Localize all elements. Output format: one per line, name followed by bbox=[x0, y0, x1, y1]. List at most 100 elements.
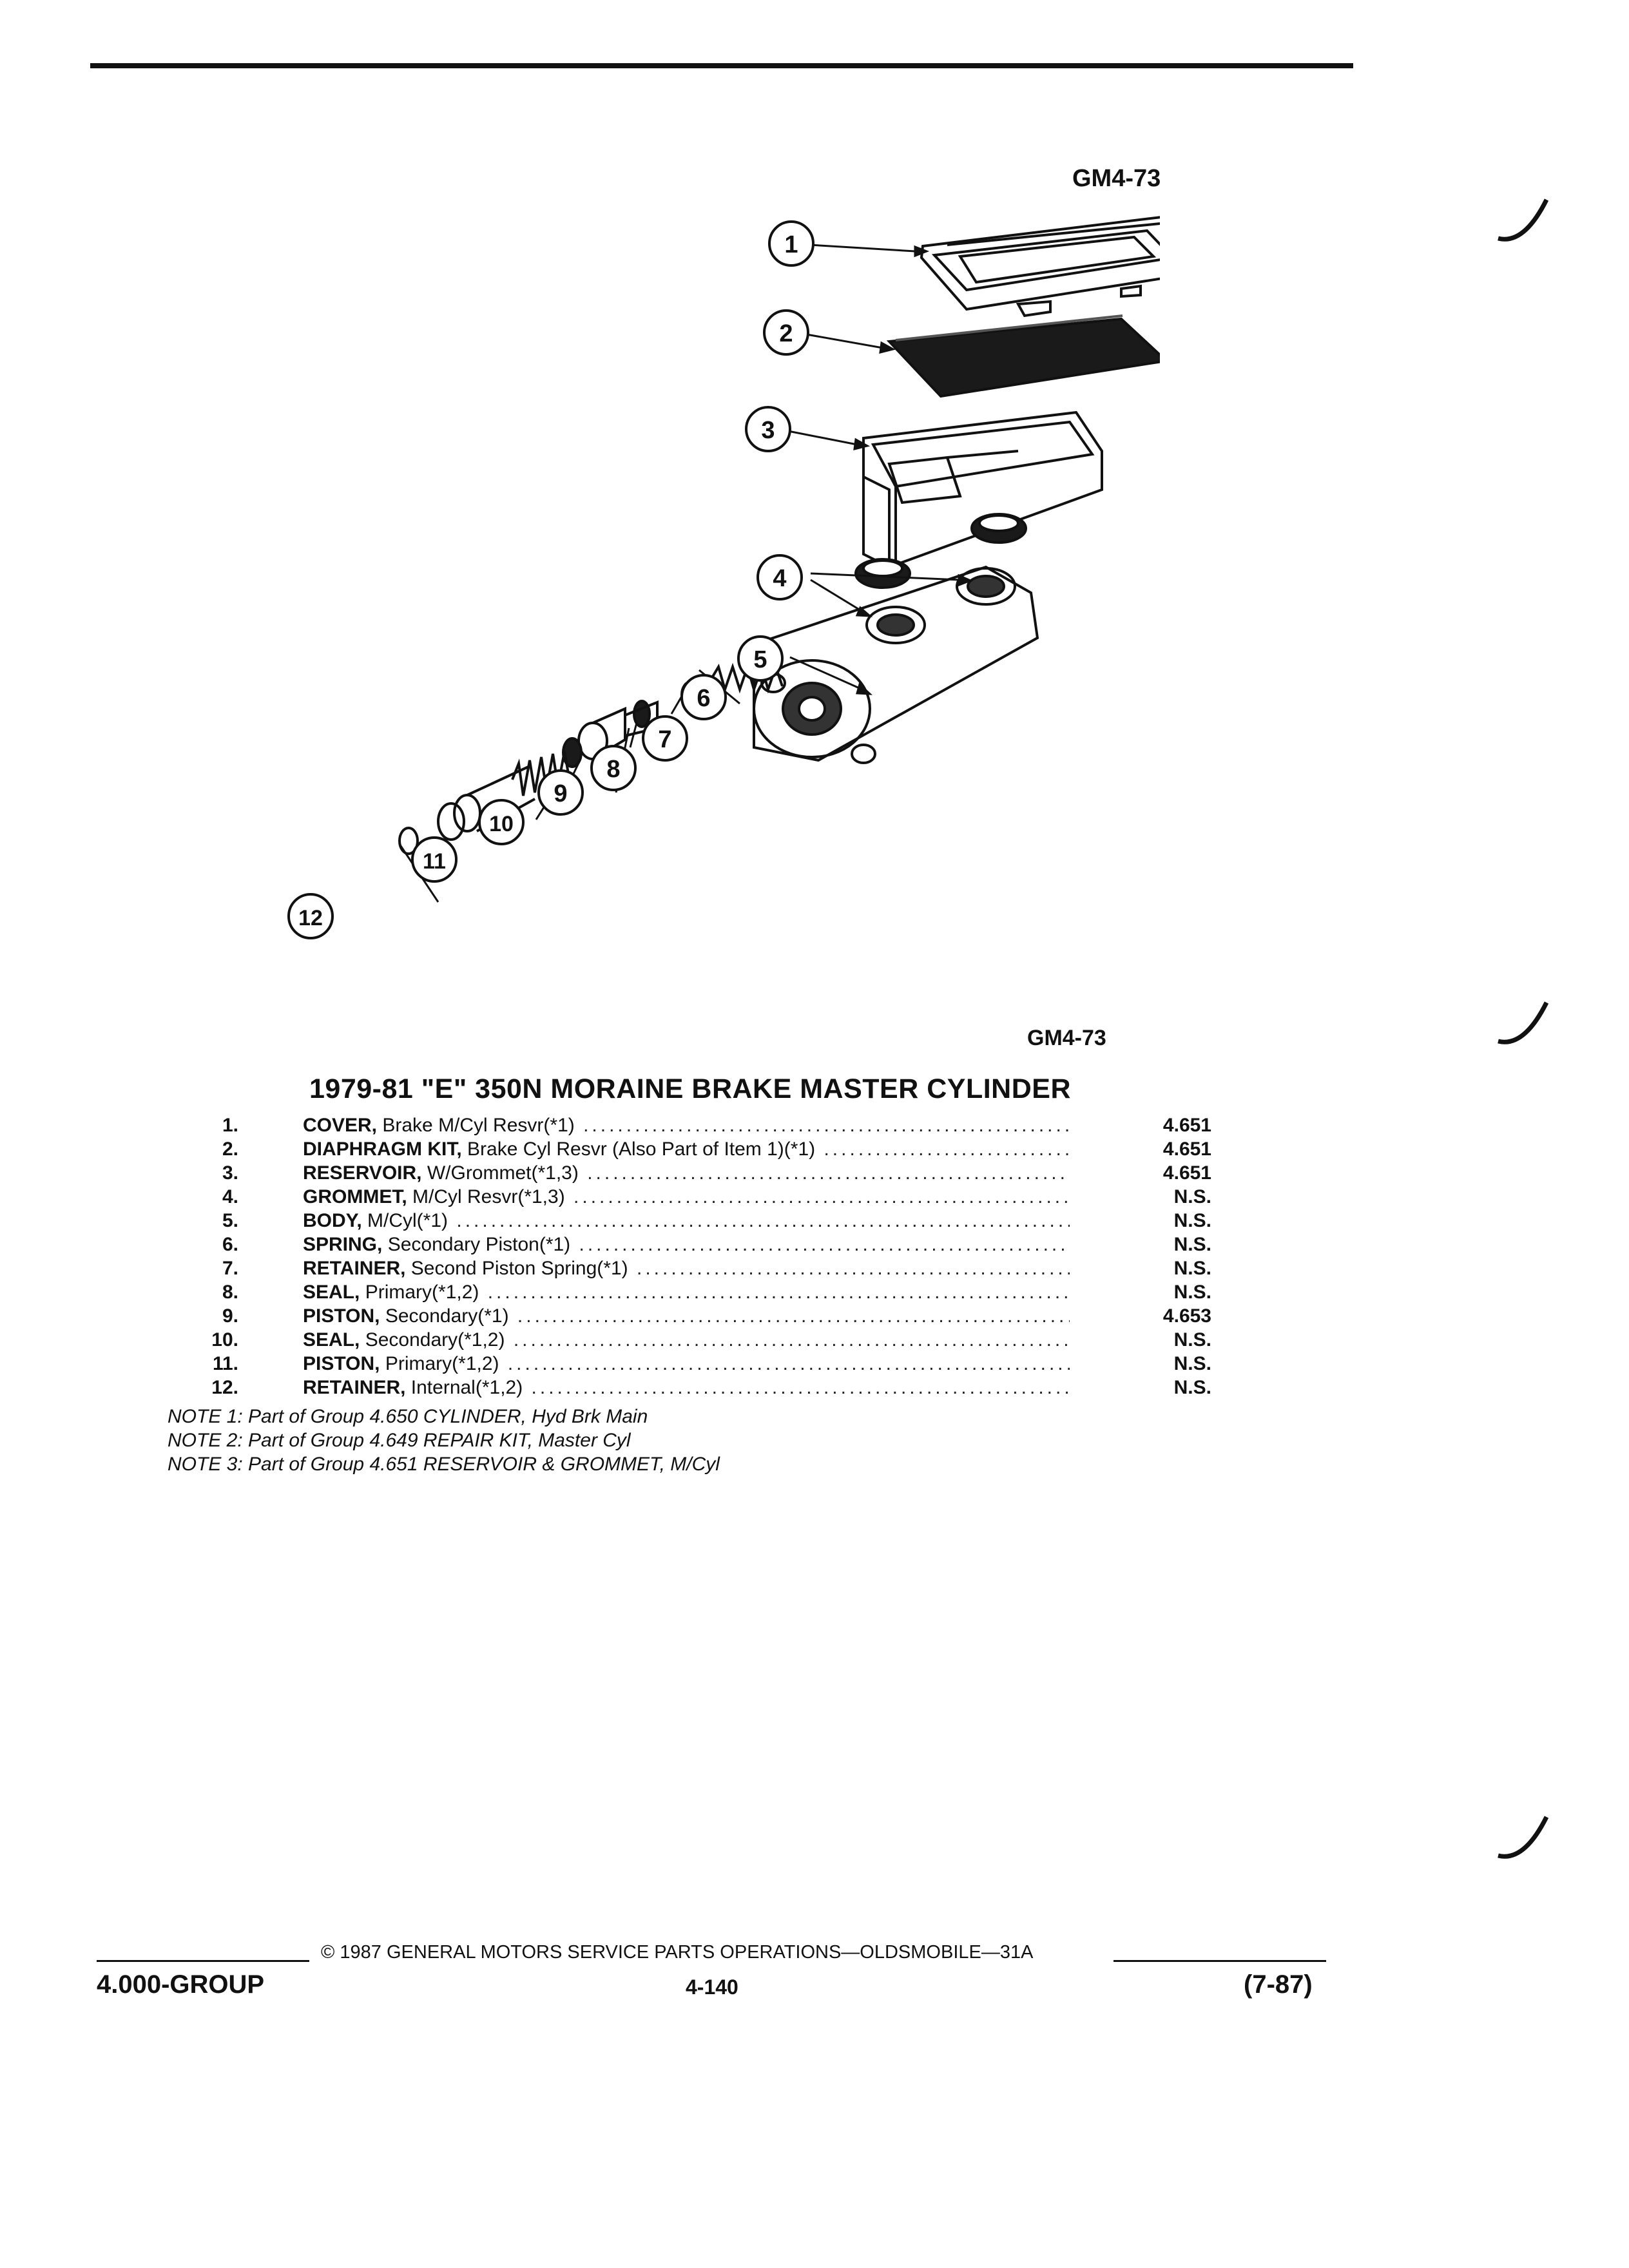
parts-row: 7. RETAINER, Second Piston Spring(*1) ..… bbox=[168, 1258, 1211, 1282]
part-description: Second Piston Spring(*1) bbox=[405, 1258, 628, 1279]
part-name: PISTON, bbox=[303, 1305, 380, 1327]
callout-label: 5 bbox=[753, 646, 767, 673]
part-group: N.S. bbox=[1173, 1282, 1211, 1303]
callout-circle bbox=[287, 893, 334, 939]
part-number: 5. bbox=[222, 1210, 238, 1231]
part-description: Brake Cyl Resvr (Also Part of Item 1)(*1… bbox=[461, 1139, 816, 1160]
part-name: DIAPHRAGM KIT, bbox=[303, 1139, 462, 1160]
callout-circle bbox=[537, 769, 584, 816]
part-group: 4.651 bbox=[1162, 1162, 1211, 1184]
part-description: Primary(*1,2) bbox=[380, 1353, 499, 1374]
copyright-line: © 1987 GENERAL MOTORS SERVICE PARTS OPER… bbox=[321, 1942, 1034, 1963]
callout-label: 1 bbox=[784, 231, 798, 258]
part-description: M/Cyl Resvr(*1,3) bbox=[407, 1186, 565, 1207]
footer-rule-left bbox=[97, 1960, 309, 1962]
parts-row: 2. DIAPHRAGM KIT, Brake Cyl Resvr (Also … bbox=[168, 1139, 1211, 1162]
callout-label: 8 bbox=[606, 756, 620, 783]
parts-row: 5. BODY, M/Cyl(*1) .....................… bbox=[168, 1210, 1211, 1234]
part-name: COVER, bbox=[303, 1115, 378, 1136]
part-name: PISTON, bbox=[303, 1353, 380, 1374]
part-description: Secondary Piston(*1) bbox=[382, 1234, 571, 1255]
part-description: Primary(*1,2) bbox=[360, 1282, 479, 1303]
callout-label: 12 bbox=[298, 906, 323, 930]
margin-tick-mark bbox=[1498, 1001, 1549, 1044]
internal-retainer bbox=[398, 827, 419, 855]
part-number: 6. bbox=[222, 1234, 238, 1255]
part-description: Secondary(*1) bbox=[380, 1305, 509, 1327]
callout-circle bbox=[745, 406, 791, 452]
part-number: 9. bbox=[222, 1305, 238, 1327]
notes: NOTE 1: Part of Group 4.650 CYLINDER, Hy… bbox=[168, 1405, 720, 1476]
part-number: 1. bbox=[222, 1115, 238, 1136]
part-number: 12. bbox=[211, 1377, 238, 1398]
callout-circle bbox=[768, 220, 815, 267]
part-group: 4.651 bbox=[1162, 1115, 1211, 1136]
callout-circle bbox=[478, 799, 525, 845]
part-description: M/Cyl(*1) bbox=[361, 1210, 448, 1231]
callout-circle bbox=[763, 309, 809, 356]
footer-rule-right bbox=[1113, 1960, 1326, 1962]
callout-label: 6 bbox=[697, 685, 710, 712]
parts-row: 9. PISTON, Secondary(*1) ...............… bbox=[168, 1305, 1211, 1329]
note-line: NOTE 1: Part of Group 4.650 CYLINDER, Hy… bbox=[168, 1406, 648, 1427]
part-group: N.S. bbox=[1173, 1377, 1211, 1398]
part-name: RETAINER, bbox=[303, 1377, 406, 1398]
parts-row: 4. GROMMET, M/Cyl Resvr(*1,3) ..........… bbox=[168, 1186, 1211, 1210]
page-title: 1979-81 "E" 350N MORAINE BRAKE MASTER CY… bbox=[309, 1073, 1072, 1104]
part-name: RETAINER, bbox=[303, 1258, 406, 1279]
part-description: Brake M/Cyl Resvr(*1) bbox=[377, 1115, 575, 1136]
callout-circle bbox=[680, 674, 727, 720]
parts-row: 12. RETAINER, Internal(*1,2) ...........… bbox=[168, 1377, 1211, 1401]
exploded-view-diagram: 1 2 3 4 5 6 7 8 9 10 11 12 bbox=[287, 216, 1160, 939]
parts-row: 10. SEAL, Secondary(*1,2) ..............… bbox=[168, 1329, 1211, 1353]
part-name: SEAL, bbox=[303, 1282, 360, 1303]
page-number: 4-140 bbox=[686, 1975, 738, 1999]
figure-code-bottom: GM4-73 bbox=[1027, 1026, 1106, 1050]
part-description: Secondary(*1,2) bbox=[360, 1329, 505, 1350]
parts-row: 11. PISTON, Primary(*1,2) ..............… bbox=[168, 1353, 1211, 1377]
callout-label: 4 bbox=[773, 565, 786, 592]
callout-circle bbox=[590, 745, 637, 791]
part-group: N.S. bbox=[1173, 1210, 1211, 1231]
callout-label: 2 bbox=[779, 320, 793, 347]
part-group: N.S. bbox=[1173, 1186, 1211, 1207]
callout-circle bbox=[642, 715, 688, 762]
callout-circle bbox=[737, 635, 784, 682]
figure-code-top: GM4-73 bbox=[1072, 165, 1161, 192]
reservoir-cover bbox=[920, 216, 1160, 318]
part-name: BODY, bbox=[303, 1210, 362, 1231]
part-number: 4. bbox=[222, 1186, 238, 1207]
part-name: SPRING, bbox=[303, 1234, 383, 1255]
part-number: 8. bbox=[222, 1282, 238, 1303]
part-number: 11. bbox=[212, 1353, 238, 1374]
part-name: GROMMET, bbox=[303, 1186, 407, 1207]
callout-label: 7 bbox=[658, 726, 671, 753]
part-description: Internal(*1,2) bbox=[405, 1377, 523, 1398]
parts-row: 8. SEAL, Primary(*1,2) .................… bbox=[168, 1282, 1211, 1305]
part-number: 7. bbox=[222, 1258, 238, 1279]
part-group: 4.653 bbox=[1162, 1305, 1211, 1327]
callout-label: 3 bbox=[761, 417, 775, 444]
part-group: N.S. bbox=[1173, 1353, 1211, 1374]
note-line: NOTE 2: Part of Group 4.649 REPAIR KIT, … bbox=[168, 1430, 631, 1451]
callout-circle bbox=[411, 836, 458, 883]
part-number: 3. bbox=[222, 1162, 238, 1184]
part-name: RESERVOIR, bbox=[303, 1162, 422, 1184]
note-line: NOTE 3: Part of Group 4.651 RESERVOIR & … bbox=[168, 1454, 720, 1475]
parts-list: 1. COVER, Brake M/Cyl Resvr(*1) ........… bbox=[168, 1115, 1211, 1401]
part-group: N.S. bbox=[1173, 1234, 1211, 1255]
callout-label: 9 bbox=[554, 780, 567, 807]
part-group: N.S. bbox=[1173, 1329, 1211, 1350]
group-id: 4.000-GROUP bbox=[97, 1970, 265, 1999]
reservoir bbox=[862, 410, 1103, 569]
diaphragm-kit bbox=[886, 314, 1160, 398]
date-code: (7-87) bbox=[1244, 1970, 1313, 1999]
part-number: 10. bbox=[211, 1329, 238, 1350]
part-description: W/Grommet(*1,3) bbox=[421, 1162, 579, 1184]
top-rule bbox=[90, 63, 1353, 68]
part-group: 4.651 bbox=[1162, 1139, 1211, 1160]
part-name: SEAL, bbox=[303, 1329, 360, 1350]
parts-row: 6. SPRING, Secondary Piston(*1) ........… bbox=[168, 1234, 1211, 1258]
part-group: N.S. bbox=[1173, 1258, 1211, 1279]
part-number: 2. bbox=[222, 1139, 238, 1160]
